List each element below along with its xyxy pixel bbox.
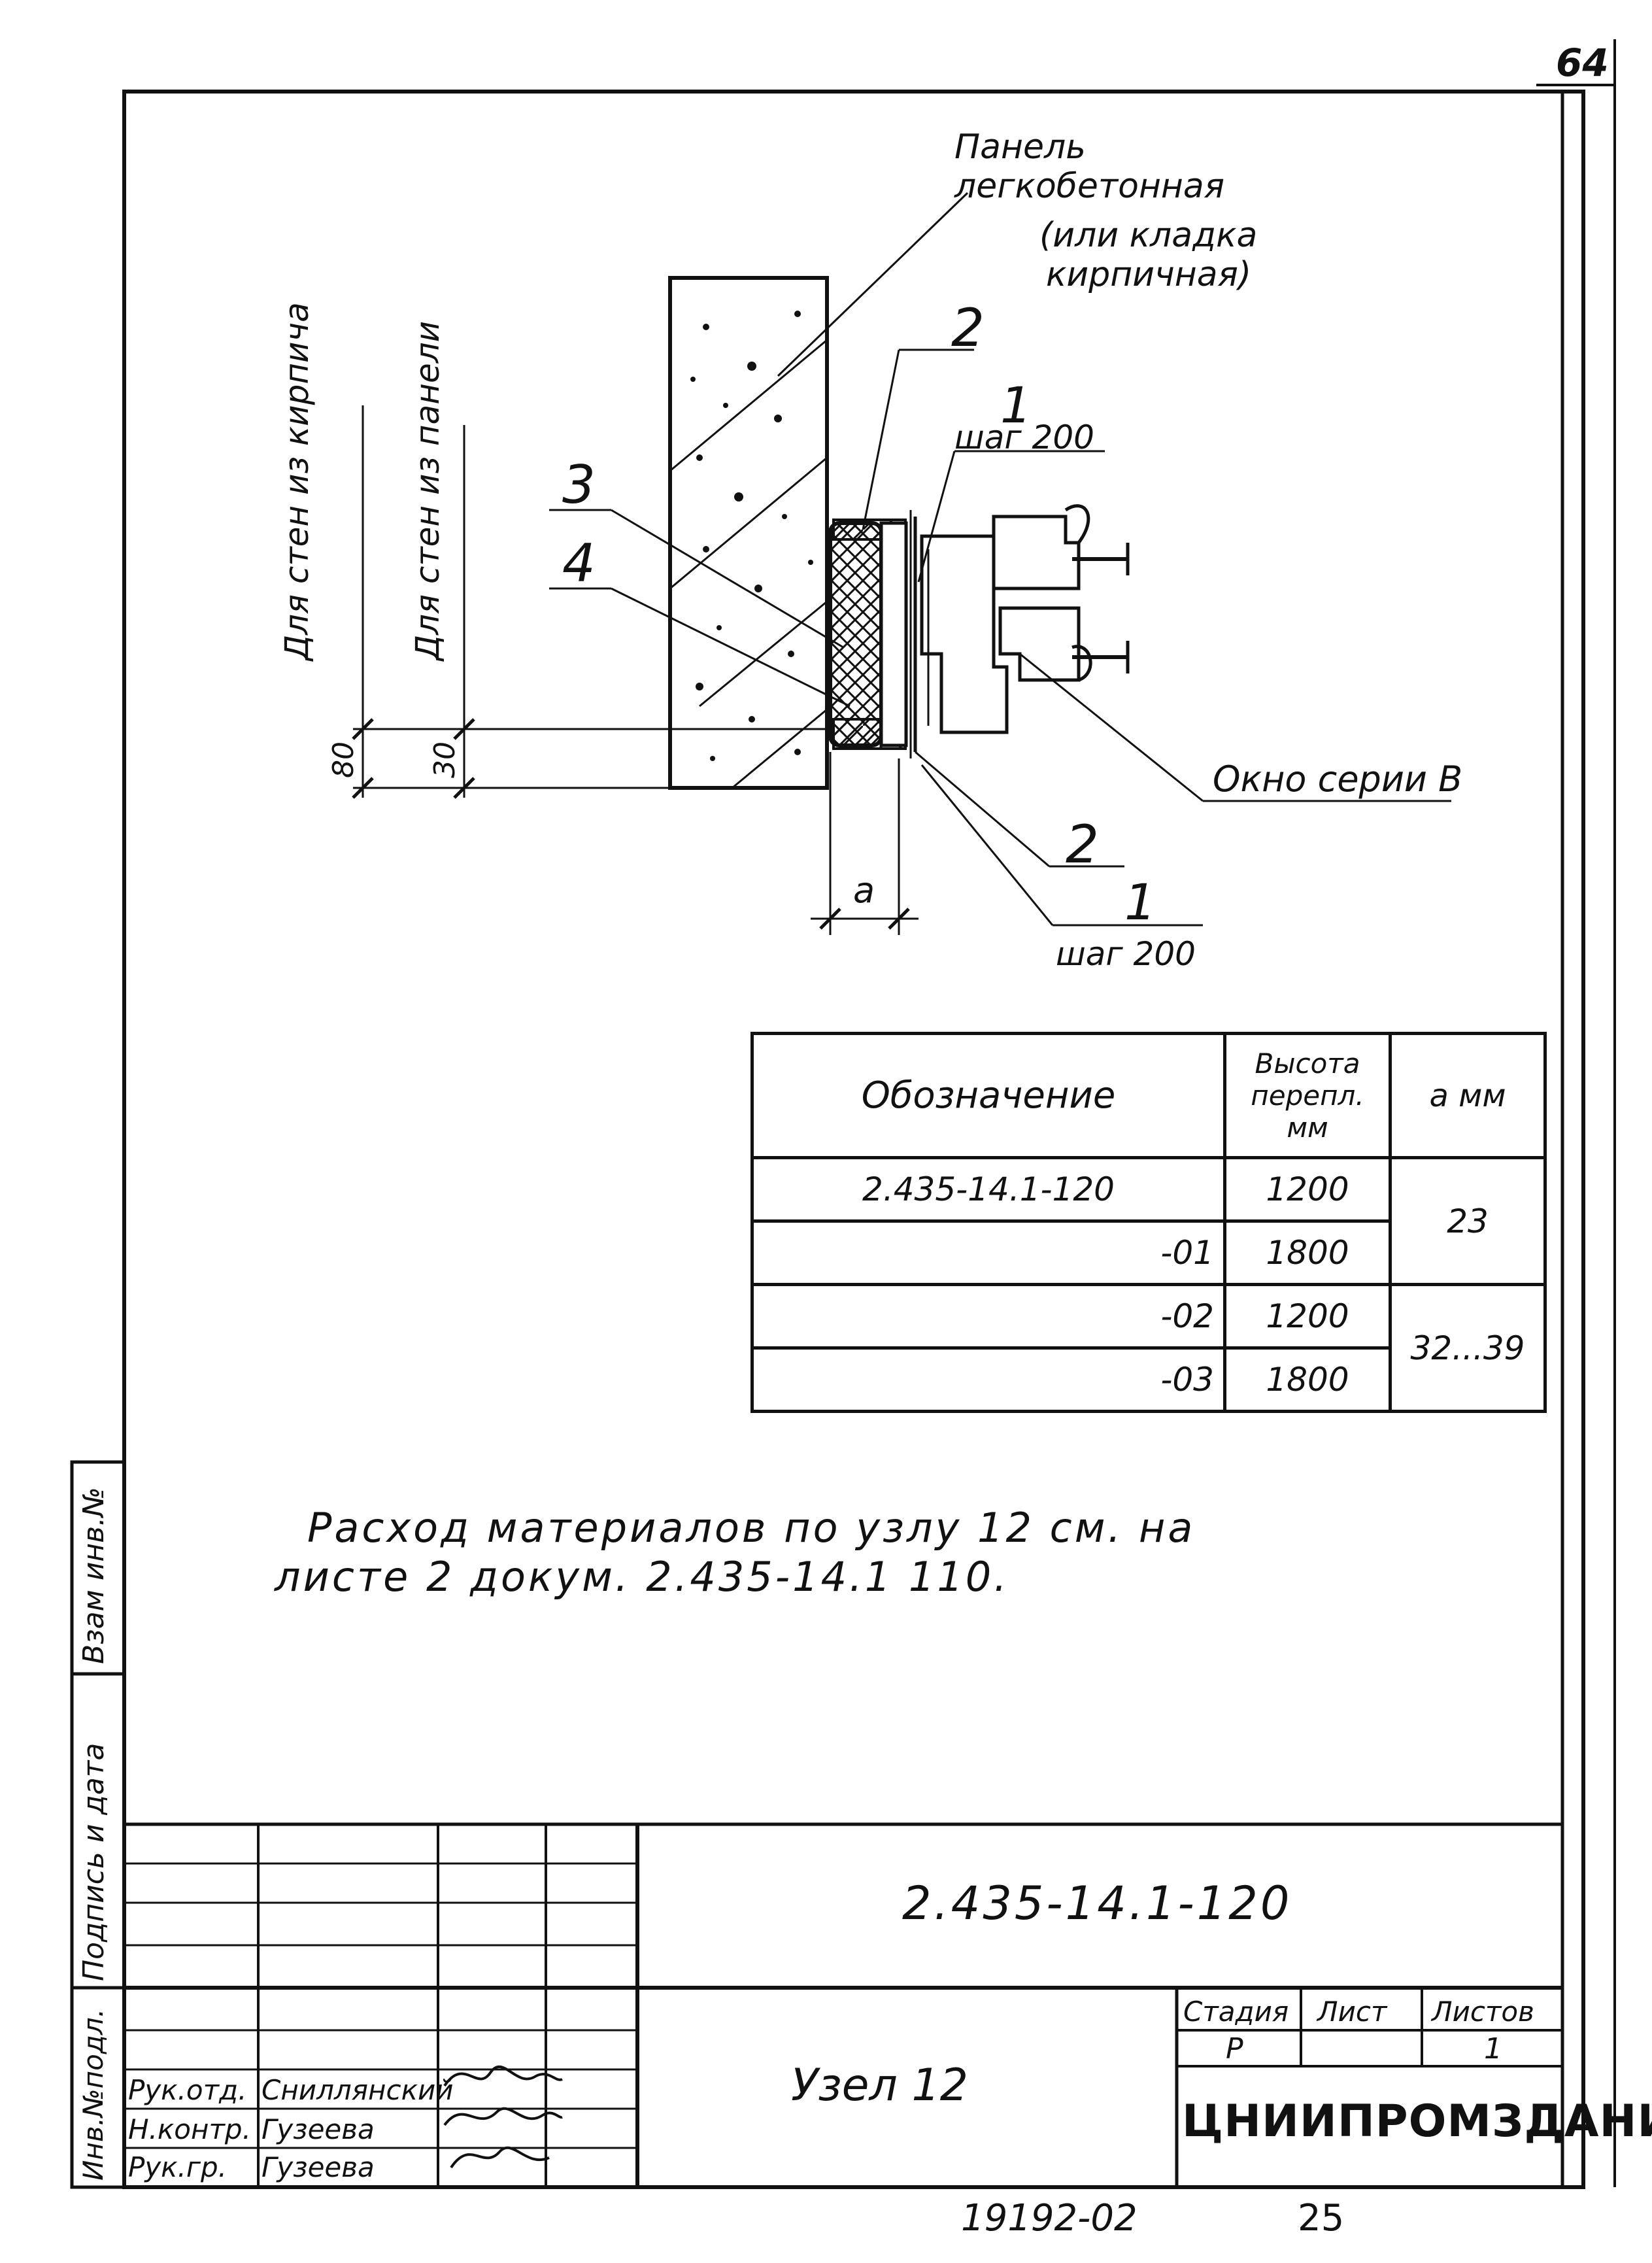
title-block [124, 1822, 1562, 2187]
stamp-sign-date: Подпись и дата [77, 1743, 110, 1981]
role-1: Рук.отд. [128, 2074, 247, 2106]
header-designation: Обозначение [750, 1032, 1226, 1159]
sheets-header: Листов [1432, 1996, 1534, 2028]
dim-a-label: a [853, 870, 875, 911]
stamp-inv-sub: Взам инв.№ [77, 1487, 110, 1664]
table-a-group-2: 32...39 [1389, 1283, 1547, 1413]
header-a: а мм [1389, 1032, 1547, 1159]
table-row-designation: 2.435-14.1-120 [750, 1156, 1226, 1223]
label-panel-line1: Панель [954, 128, 1086, 167]
signatures [443, 2065, 563, 2169]
stamp-inv-orig: Инв.№подл. [77, 2008, 109, 2181]
page-corner-number: 64 [1556, 41, 1609, 85]
table-row-height: 1200 [1223, 1156, 1392, 1223]
window-frame-profile [828, 510, 1009, 758]
table-row-designation: -02 [750, 1283, 1226, 1350]
wall-panel [668, 276, 829, 790]
label-panel-line2: легкобетонная [954, 167, 1225, 206]
mark-2-bottom: 2 [1066, 814, 1099, 875]
window-sash [992, 504, 1130, 682]
table-row-height: 1800 [1223, 1219, 1392, 1286]
sheet-header: Лист [1317, 1996, 1387, 2028]
footer-page: 25 [1298, 2197, 1345, 2239]
table-row-height: 1800 [1223, 1346, 1392, 1413]
mark-2-top: 2 [951, 298, 985, 358]
label-brick-walls: Для стен из кирпича [278, 302, 316, 660]
label-panel-walls: Для стен из панели [409, 320, 447, 660]
stage-header: Стадия [1183, 1996, 1289, 2028]
sheet-frame [122, 90, 1585, 2189]
mark-3: 3 [562, 454, 596, 515]
label-step-top: шаг 200 [954, 418, 1094, 456]
table-row-designation: -03 [750, 1346, 1226, 1413]
sheets-value: 1 [1484, 2032, 1502, 2066]
drawing-title: Узел 12 [791, 2060, 969, 2111]
mark-1-top: 1 [1000, 376, 1032, 434]
role-3: Рук.гр. [128, 2151, 227, 2183]
header-height: Высота перепл. мм [1223, 1032, 1392, 1159]
mark-1-bottom: 1 [1124, 873, 1156, 931]
dim-80-label: 80 [327, 741, 360, 778]
table-row-designation: -01 [750, 1219, 1226, 1286]
label-alt-line1: (или кладка [1039, 216, 1258, 255]
label-step-bottom: шаг 200 [1056, 935, 1196, 973]
table-a-group-1: 23 [1389, 1156, 1547, 1286]
role-2: Н.контр. [128, 2113, 251, 2145]
dim-30-label: 30 [428, 741, 462, 778]
note-line1: Расход материалов по узлу 12 см. на [307, 1504, 1196, 1552]
organization: ЦНИИПРОМЗДАНИЙ [1182, 2096, 1652, 2147]
spec-table: Обозначение Высота перепл. мм а мм 2.435… [750, 1032, 1547, 1413]
label-window: Окно серии В [1213, 758, 1463, 800]
table-row-height: 1200 [1223, 1283, 1392, 1350]
name-2: Гузеева [261, 2113, 375, 2145]
name-3: Гузеева [261, 2151, 375, 2183]
doc-code: 2.435-14.1-120 [902, 1877, 1292, 1930]
stage-value: Р [1226, 2032, 1243, 2066]
name-1: Сниллянский [261, 2074, 454, 2106]
label-alt-line2: кирпичная) [1046, 255, 1252, 294]
mark-4: 4 [562, 533, 596, 594]
note-line2: листе 2 докум. 2.435-14.1 110. [275, 1553, 1009, 1601]
order-number: 19192-02 [961, 2197, 1138, 2239]
